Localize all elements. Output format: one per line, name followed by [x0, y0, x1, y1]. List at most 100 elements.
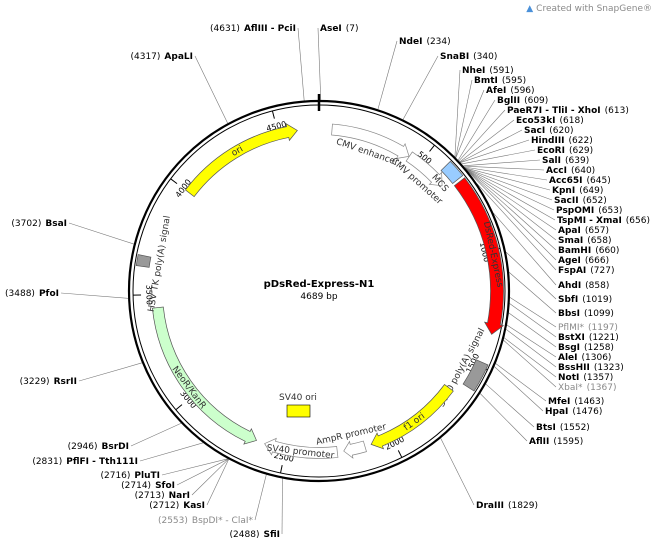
site-position: (2488) — [230, 530, 260, 540]
site-position: (652) — [583, 196, 607, 206]
site-leader-line — [176, 458, 229, 486]
site-leader-line — [463, 159, 541, 167]
site-mfei: MfeI(1463) — [548, 397, 604, 407]
site-name: SfiI — [263, 530, 280, 540]
site-name: NotI — [558, 373, 579, 383]
site-aflii: AflII(1595) — [529, 437, 583, 447]
site-position: (1367) — [587, 383, 617, 393]
site-leader-line — [463, 165, 545, 171]
site-name: KpnI — [552, 186, 575, 196]
feature-label-hsv-tk-poly-a-signal: HSV TK poly(A) signal — [147, 215, 173, 313]
site-position: (618) — [560, 116, 584, 126]
site-leader-line — [254, 474, 267, 521]
site-leader-line — [458, 109, 506, 162]
site-position: (639) — [565, 156, 589, 166]
tick-mark — [429, 144, 435, 152]
site-position: (596) — [510, 86, 534, 96]
site-bbsi: BbsI (1099) — [558, 309, 614, 319]
site-nari: (2713)NarI — [135, 491, 190, 501]
site-name: SalI — [542, 156, 561, 166]
site-leader-line — [194, 55, 228, 124]
site-leader-line — [466, 169, 557, 231]
site-position: (629) — [569, 146, 593, 156]
site-position: (340) — [473, 52, 497, 62]
site-leader-line — [139, 442, 204, 462]
site-name: AfeI — [486, 86, 506, 96]
site-leader-line — [503, 340, 557, 388]
site-sfoi: (2714)SfoI — [121, 481, 175, 491]
site-name: Acc65I — [549, 176, 583, 186]
site-position: (591) — [489, 66, 513, 76]
restriction-sites: AseI(7)(4631)AflIII - PciI(4317)ApaLINde… — [5, 24, 650, 540]
site-name: NdeI — [399, 37, 422, 47]
site-position: (234) — [426, 37, 450, 47]
tick-label: 3500 — [144, 285, 153, 306]
site-name: TspMI - XmaI — [557, 216, 622, 226]
site-name: BtsI — [536, 423, 556, 433]
site-bsshii: BssHII(1323) — [558, 363, 624, 373]
site-position: (620) — [549, 126, 573, 136]
site-name: KasI — [183, 501, 205, 511]
site-bamhi: BamHI(660) — [558, 246, 619, 256]
tick-mark — [175, 404, 183, 411]
site-position: (649) — [579, 186, 603, 196]
site-afei: AfeI (596) — [486, 86, 535, 96]
site-position: (2946) — [68, 442, 98, 452]
site-leader-line — [130, 422, 182, 447]
site-sbfi: SbfI(1019) — [558, 295, 612, 305]
feature-dsred-express — [453, 177, 505, 335]
feature-sv40-promoter — [264, 437, 339, 459]
site-name: BamHI — [558, 246, 591, 256]
site-name: AccI — [546, 166, 567, 176]
site-position: (4317) — [130, 52, 160, 62]
site-leader-line — [485, 383, 535, 428]
site-position: (622) — [569, 136, 593, 146]
site-position: (3488) — [5, 289, 35, 299]
site-name: SnaBI — [440, 52, 469, 62]
site-draiii: DraIII(1829) — [476, 501, 538, 511]
site-name: HindIII — [531, 136, 565, 146]
site-leader-line — [503, 337, 557, 378]
feature-mcs — [440, 160, 464, 185]
site-leader-line — [440, 438, 475, 506]
site-name: BspDI* - ClaI* — [192, 516, 254, 526]
site-leader-line — [68, 222, 134, 245]
site-noti: NotI(1357) — [558, 373, 613, 383]
site-leader-line — [191, 458, 229, 496]
site-name: BbsI — [558, 309, 580, 319]
site-name: PaeR7I - TliI - XhoI — [507, 106, 601, 116]
site-kasi: (2712)KasI — [149, 501, 205, 511]
backbone-outer-circle — [127, 99, 511, 483]
site-fspai: FspAI(727) — [558, 266, 614, 276]
site-leader-line — [78, 362, 143, 382]
site-name: SmaI — [558, 236, 583, 246]
site-position: (1463) — [574, 397, 604, 407]
site-leader-line — [467, 170, 557, 261]
site-leader-line — [297, 27, 305, 101]
feature-sv40-poly-a-signal — [462, 359, 489, 392]
site-leader-line — [464, 166, 548, 181]
site-leader-lines — [60, 27, 557, 535]
site-leader-line — [465, 168, 553, 201]
site-leader-line — [494, 366, 544, 412]
site-pflmi: PflMI*(1197) — [558, 323, 618, 333]
site-position: (657) — [585, 226, 609, 236]
site-acci: AccI(640) — [546, 166, 595, 176]
site-position: (1099) — [584, 309, 614, 319]
site-ndei: NdeI (234) — [399, 37, 451, 47]
site-hpai: HpaI(1476) — [545, 407, 602, 417]
site-leader-line — [505, 251, 557, 300]
site-name: AflII — [529, 437, 549, 447]
site-agei: AgeI(666) — [558, 256, 609, 266]
site-name: ApaI — [558, 226, 581, 236]
site-bsrdi: (2946)BsrDI — [68, 442, 129, 452]
site-pfoi: (3488)PfoI — [5, 289, 59, 299]
watermark-text: Created with SnapGene® — [536, 4, 652, 14]
site-name: BglII — [497, 96, 520, 106]
site-snabi: SnaBI (340) — [440, 52, 497, 62]
site-nhei: NheI(591) — [462, 66, 514, 76]
site-xbai: XbaI*(1367) — [558, 383, 617, 393]
site-rsrii: (3229)RsrII — [20, 377, 77, 387]
site-name: BsgI — [558, 343, 580, 353]
site-name: AflIII - PciI — [244, 24, 296, 34]
